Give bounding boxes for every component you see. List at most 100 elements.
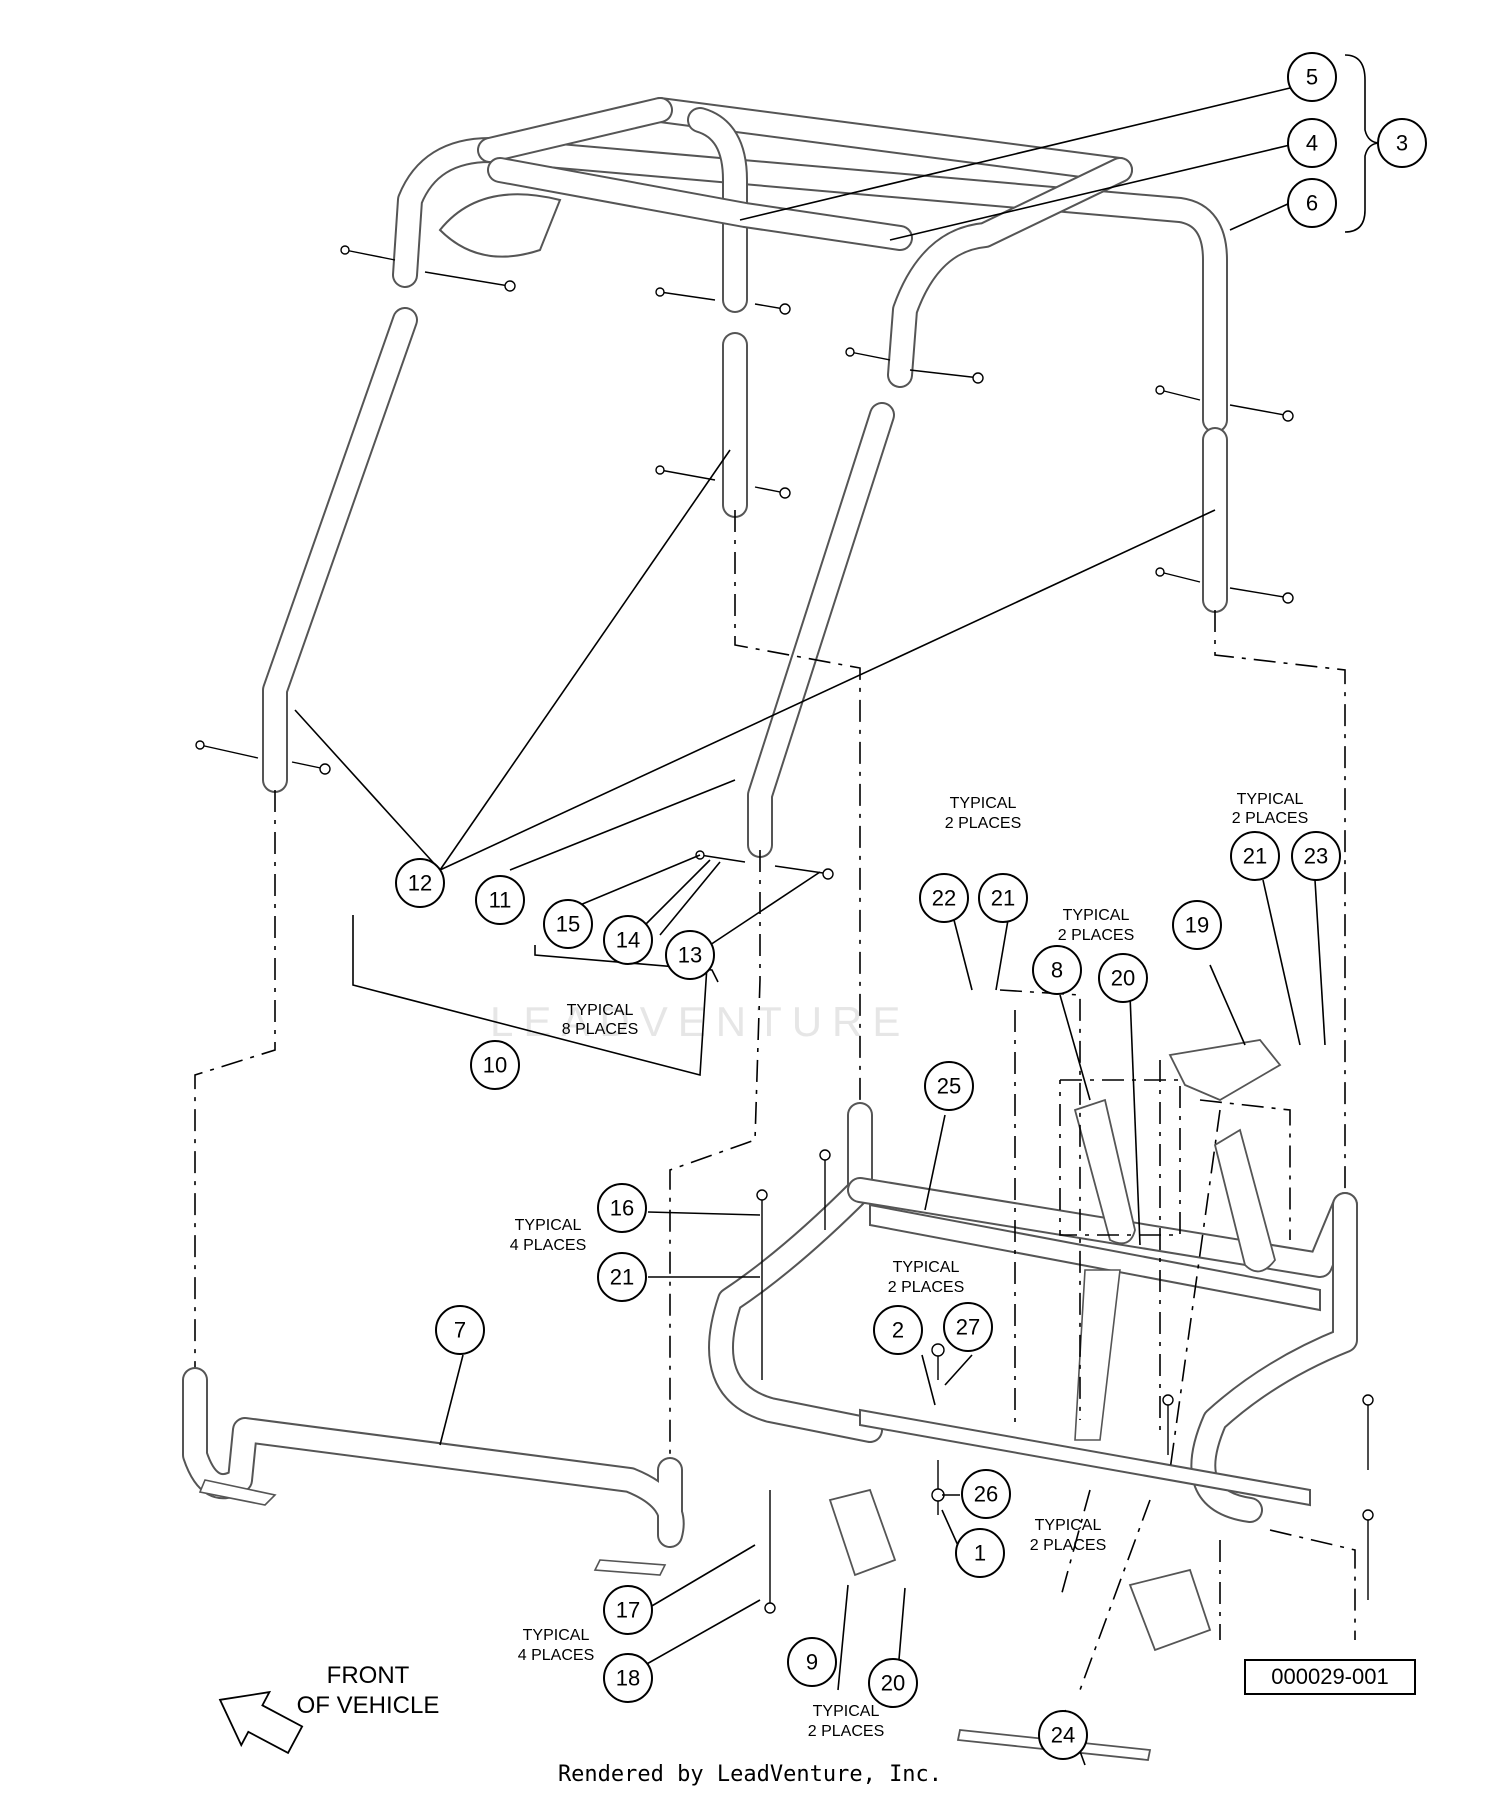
svg-text:TYPICAL: TYPICAL bbox=[1035, 1517, 1102, 1534]
note-typical-2-places-top-right: TYPICAL 2 PLACES bbox=[1232, 791, 1308, 827]
svg-text:27: 27 bbox=[956, 1315, 980, 1340]
svg-text:19: 19 bbox=[1185, 913, 1209, 938]
watermark: LEADVENTURE bbox=[490, 998, 911, 1045]
front-left-post bbox=[262, 307, 418, 793]
seat-belt-assemblies bbox=[828, 1039, 1282, 1761]
svg-text:9: 9 bbox=[806, 1650, 818, 1675]
callout-10: 10 bbox=[470, 1040, 520, 1090]
svg-text:16: 16 bbox=[610, 1196, 634, 1221]
svg-text:2 PLACES: 2 PLACES bbox=[1232, 810, 1308, 827]
note-typical-2-places-floor: TYPICAL 2 PLACES bbox=[1030, 1517, 1106, 1554]
svg-text:4 PLACES: 4 PLACES bbox=[518, 1647, 594, 1664]
callout-8: 8 bbox=[1032, 945, 1082, 995]
svg-text:20: 20 bbox=[1111, 966, 1135, 991]
note-typical-4-places-nut: TYPICAL 4 PLACES bbox=[518, 1627, 594, 1664]
callout-13: 13 bbox=[665, 930, 715, 980]
leader-lines bbox=[294, 54, 1381, 1766]
note-typical-2-places-bottom: TYPICAL 2 PLACES bbox=[808, 1703, 884, 1740]
callout-25: 25 bbox=[924, 1061, 974, 1111]
svg-text:26: 26 bbox=[974, 1482, 998, 1507]
callout-5: 5 bbox=[1287, 52, 1337, 102]
svg-text:2 PLACES: 2 PLACES bbox=[1058, 927, 1134, 944]
callout-21-c: 21 bbox=[597, 1252, 647, 1302]
front-right-post bbox=[747, 402, 895, 858]
note-typical-2-places-belt: TYPICAL 2 PLACES bbox=[1058, 907, 1134, 944]
svg-text:TYPICAL: TYPICAL bbox=[567, 1002, 634, 1019]
svg-text:21: 21 bbox=[991, 886, 1015, 911]
svg-text:17: 17 bbox=[616, 1598, 640, 1623]
vertical-bolts bbox=[756, 1149, 1374, 1614]
callout-20-a: 20 bbox=[1098, 953, 1148, 1003]
svg-text:TYPICAL: TYPICAL bbox=[813, 1703, 880, 1720]
callout-19: 19 bbox=[1172, 900, 1222, 950]
svg-text:2 PLACES: 2 PLACES bbox=[888, 1279, 964, 1296]
callout-21-b: 21 bbox=[1230, 831, 1280, 881]
svg-text:4 PLACES: 4 PLACES bbox=[510, 1237, 586, 1254]
callout-11: 11 bbox=[475, 875, 525, 925]
svg-text:3: 3 bbox=[1396, 131, 1408, 156]
svg-text:TYPICAL: TYPICAL bbox=[523, 1627, 590, 1644]
callout-26: 26 bbox=[961, 1469, 1011, 1519]
svg-text:15: 15 bbox=[556, 912, 580, 937]
svg-text:7: 7 bbox=[454, 1318, 466, 1343]
roof-frame bbox=[392, 97, 1228, 433]
callout-21-a: 21 bbox=[978, 873, 1028, 923]
note-typical-2-places-top-left: TYPICAL 2 PLACES bbox=[945, 795, 1021, 832]
svg-text:000029-001: 000029-001 bbox=[1271, 1664, 1388, 1689]
svg-text:2 PLACES: 2 PLACES bbox=[808, 1723, 884, 1740]
bolt-hardware bbox=[195, 245, 1294, 880]
rendered-by-footer: Rendered by LeadVenture, Inc. bbox=[557, 1762, 943, 1787]
svg-text:FRONT: FRONT bbox=[327, 1662, 410, 1689]
front-bar bbox=[182, 1367, 685, 1576]
callout-14: 14 bbox=[603, 915, 653, 965]
svg-text:14: 14 bbox=[616, 928, 640, 953]
callout-22: 22 bbox=[919, 873, 969, 923]
callout-12: 12 bbox=[395, 858, 445, 908]
callout-1: 1 bbox=[955, 1528, 1005, 1578]
callout-9: 9 bbox=[787, 1637, 837, 1687]
svg-text:21: 21 bbox=[610, 1265, 634, 1290]
callout-16: 16 bbox=[597, 1183, 647, 1233]
callout-2: 2 bbox=[873, 1305, 923, 1355]
callout-4: 4 bbox=[1287, 118, 1337, 168]
svg-text:2 PLACES: 2 PLACES bbox=[945, 815, 1021, 832]
svg-text:TYPICAL: TYPICAL bbox=[1063, 907, 1130, 924]
svg-text:TYPICAL: TYPICAL bbox=[950, 795, 1017, 812]
svg-text:1: 1 bbox=[974, 1541, 986, 1566]
svg-text:23: 23 bbox=[1304, 844, 1328, 869]
svg-text:12: 12 bbox=[408, 871, 432, 896]
callout-7: 7 bbox=[435, 1305, 485, 1355]
callout-23: 23 bbox=[1291, 831, 1341, 881]
svg-text:18: 18 bbox=[616, 1666, 640, 1691]
seat-belt-dash-boxes bbox=[999, 989, 1356, 1691]
svg-text:11: 11 bbox=[489, 888, 512, 913]
svg-text:24: 24 bbox=[1051, 1723, 1075, 1748]
callout-6: 6 bbox=[1287, 178, 1337, 228]
callout-24: 24 bbox=[1038, 1710, 1088, 1760]
callout-15: 15 bbox=[543, 899, 593, 949]
note-typical-8-places: TYPICAL 8 PLACES bbox=[562, 1002, 638, 1038]
front-arrow-icon bbox=[218, 1690, 304, 1755]
svg-text:8: 8 bbox=[1051, 958, 1063, 983]
callout-17: 17 bbox=[603, 1585, 653, 1635]
svg-text:TYPICAL: TYPICAL bbox=[1237, 791, 1304, 808]
svg-text:2 PLACES: 2 PLACES bbox=[1030, 1537, 1106, 1554]
svg-text:10: 10 bbox=[483, 1053, 507, 1078]
svg-text:21: 21 bbox=[1243, 844, 1267, 869]
svg-text:22: 22 bbox=[932, 886, 956, 911]
svg-text:4: 4 bbox=[1306, 131, 1318, 156]
callout-18: 18 bbox=[603, 1653, 653, 1703]
svg-text:13: 13 bbox=[678, 943, 702, 968]
svg-text:OF VEHICLE: OF VEHICLE bbox=[297, 1692, 440, 1719]
svg-text:2: 2 bbox=[892, 1318, 904, 1343]
note-typical-2-places-seat: TYPICAL 2 PLACES bbox=[888, 1259, 964, 1296]
note-typical-4-places-bolt: TYPICAL 4 PLACES bbox=[510, 1217, 586, 1254]
front-of-vehicle-indicator: FRONT OF VEHICLE bbox=[218, 1662, 440, 1755]
drawing-number-box: 000029-001 bbox=[1244, 1659, 1416, 1695]
svg-text:25: 25 bbox=[937, 1074, 961, 1099]
svg-text:6: 6 bbox=[1306, 191, 1318, 216]
svg-text:5: 5 bbox=[1306, 65, 1318, 90]
mounting-dash-lines bbox=[194, 510, 1346, 1515]
callout-3: 3 bbox=[1377, 118, 1427, 168]
